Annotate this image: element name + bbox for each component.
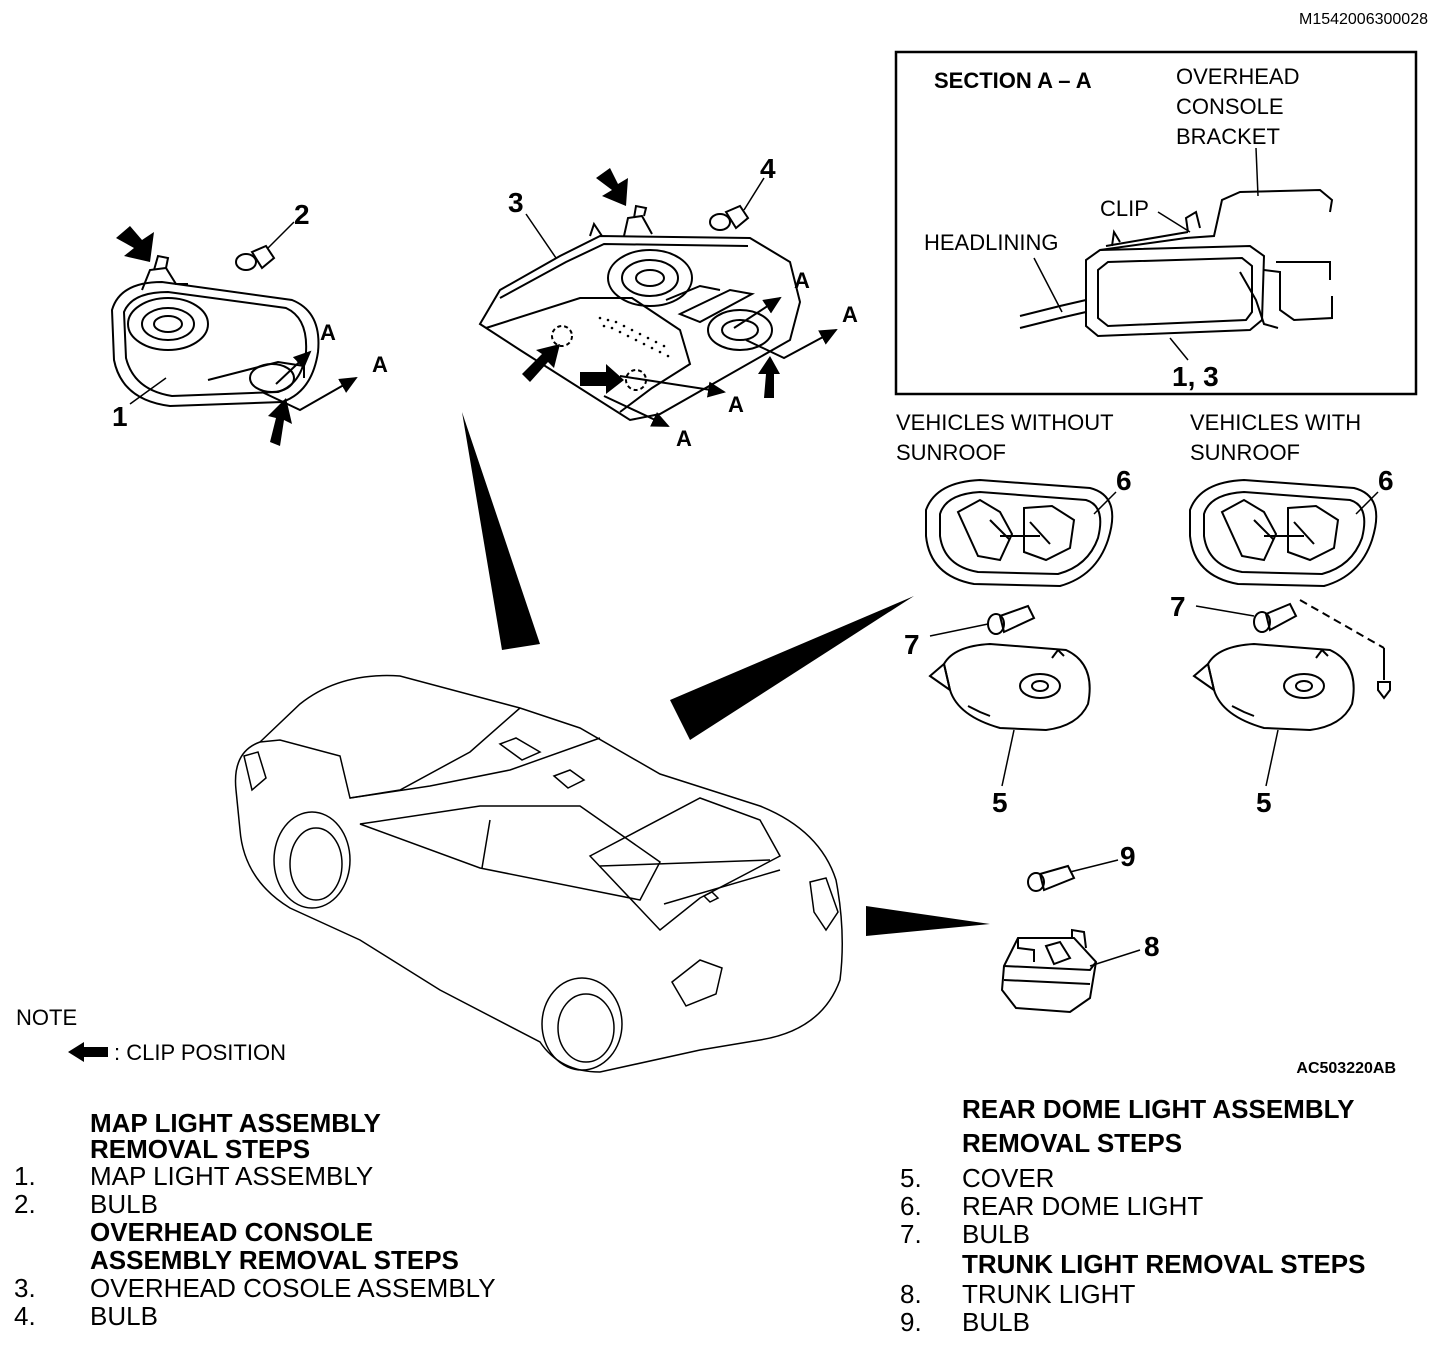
step-label: TRUNK LIGHT	[962, 1279, 1136, 1309]
pointer-wedge-trunk	[866, 906, 990, 936]
overhead-console-steps-heading: OVERHEAD CONSOLE ASSEMBLY REMOVAL STEPS	[90, 1217, 459, 1275]
pointer-wedge-dome	[670, 596, 914, 740]
callout-6b: 6	[1378, 465, 1394, 496]
step-number: 7.	[900, 1219, 922, 1249]
callout-2: 2	[294, 199, 310, 230]
step-row: 6. REAR DOME LIGHT	[900, 1192, 1366, 1220]
text-line: VEHICLES WITHOUT	[896, 410, 1114, 435]
figure-code: AC503220AB	[1296, 1060, 1396, 1077]
callout-1: 1	[112, 401, 128, 432]
text-line: SUNROOF	[1190, 440, 1300, 465]
section-title: SECTION A – A	[934, 68, 1092, 93]
section-marker-a-1: A	[320, 320, 336, 345]
step-number: 9.	[900, 1307, 922, 1337]
step-row: 3. OVERHEAD COSOLE ASSEMBLY	[14, 1274, 496, 1302]
vehicle-outline	[234, 674, 843, 1073]
drawing-code: M1542006300028	[1299, 11, 1428, 28]
step-number: 3.	[14, 1273, 36, 1303]
step-number: 6.	[900, 1191, 922, 1221]
step-label: REAR DOME LIGHT	[962, 1191, 1204, 1221]
bulb-2	[235, 244, 276, 271]
clip-legend-arrow-spacer	[66, 1042, 108, 1064]
label-without-sunroof: VEHICLES WITHOUT SUNROOF	[896, 410, 1114, 465]
bulb-4	[709, 204, 750, 231]
step-label: MAP LIGHT ASSEMBLY	[90, 1161, 374, 1191]
clip-position-label: : CLIP POSITION	[114, 1040, 286, 1065]
map-light-assembly	[110, 254, 320, 408]
step-label: BULB	[962, 1307, 1030, 1337]
right-removal-steps: REAR DOME LIGHT ASSEMBLY REMOVAL STEPS 5…	[900, 1092, 1366, 1336]
step-label: BULB	[962, 1219, 1030, 1249]
step-row: 9. BULB	[900, 1308, 1366, 1336]
callout-5a: 5	[992, 787, 1008, 818]
rear-dome-light-without-sunroof	[925, 478, 1114, 732]
text-line: OVERHEAD	[1176, 64, 1299, 89]
trunk-light-steps-heading: TRUNK LIGHT REMOVAL STEPS	[962, 1249, 1366, 1279]
section-marker-a-3: A	[794, 268, 810, 293]
step-row: 2. BULB	[14, 1190, 496, 1218]
section-a-a-panel: SECTION A – A OVERHEAD CONSOLE BRACKET CLI…	[894, 50, 1418, 396]
label-clip: CLIP	[1100, 196, 1149, 221]
step-row: 1. MAP LIGHT ASSEMBLY	[14, 1162, 496, 1190]
overhead-console-assembly	[478, 204, 802, 422]
step-label: OVERHEAD COSOLE ASSEMBLY	[90, 1273, 496, 1303]
text-line: VEHICLES WITH	[1190, 410, 1361, 435]
pointer-wedge-console	[462, 412, 540, 650]
clip-arrow-console-top	[596, 168, 628, 206]
callout-7a: 7	[904, 629, 920, 660]
clip-arrow-console-right	[758, 356, 780, 398]
step-row: 5. COVER	[900, 1164, 1366, 1192]
callout-3: 3	[508, 187, 524, 218]
section-marker-a-4: A	[842, 302, 858, 327]
label-with-sunroof: VEHICLES WITH SUNROOF	[1190, 410, 1361, 465]
callout-5b: 5	[1256, 787, 1272, 818]
clip-arrow-map-top	[116, 226, 154, 262]
step-row: 8. TRUNK LIGHT	[900, 1280, 1366, 1308]
clip-arrow-console-left	[522, 344, 560, 382]
step-number: 8.	[900, 1279, 922, 1309]
step-number: 1.	[14, 1161, 36, 1191]
step-row: 4. BULB	[14, 1302, 496, 1330]
step-label: BULB	[90, 1301, 158, 1331]
step-row: 7. BULB	[900, 1220, 1366, 1248]
clip-arrow-console-center	[580, 364, 624, 394]
step-label: COVER	[962, 1163, 1055, 1193]
section-marker-a-2: A	[372, 352, 388, 377]
text-line: SUNROOF	[896, 440, 1006, 465]
rear-dome-light-with-sunroof	[1189, 478, 1391, 732]
callout-4: 4	[760, 153, 776, 184]
step-number: 5.	[900, 1163, 922, 1193]
note-title: NOTE	[16, 1005, 78, 1030]
step-number: 2.	[14, 1189, 36, 1219]
map-light-steps-heading: MAP LIGHT ASSEMBLY REMOVAL STEPS	[90, 1108, 381, 1164]
clip-position-arrow-icon	[68, 1042, 108, 1062]
label-overhead-console-bracket: OVERHEAD CONSOLE BRACKET	[1176, 64, 1299, 149]
callout-9: 9	[1120, 841, 1136, 872]
callout-7b: 7	[1170, 591, 1186, 622]
trunk-light	[1000, 928, 1098, 1014]
console-grille	[598, 316, 670, 358]
text-line: BRACKET	[1176, 124, 1280, 149]
clip-arrow-map-bottom	[268, 398, 292, 446]
section-marker-a-6: A	[676, 426, 692, 451]
label-headlining: HEADLINING	[924, 230, 1058, 255]
text-line: CONSOLE	[1176, 94, 1284, 119]
trunk-light-bulb	[1027, 864, 1076, 892]
clip-position-legend: : CLIP POSITION	[66, 1040, 286, 1066]
callout-8: 8	[1144, 931, 1160, 962]
left-removal-steps: MAP LIGHT ASSEMBLY REMOVAL STEPS 1. MAP …	[14, 1110, 496, 1330]
step-number: 4.	[14, 1301, 36, 1331]
step-label: BULB	[90, 1189, 158, 1219]
rear-dome-steps-heading: REAR DOME LIGHT ASSEMBLY REMOVAL STEPS	[962, 1094, 1355, 1158]
section-marker-a-5: A	[728, 392, 744, 417]
callout-6a: 6	[1116, 465, 1132, 496]
label-parts-1-3: 1, 3	[1172, 361, 1219, 392]
